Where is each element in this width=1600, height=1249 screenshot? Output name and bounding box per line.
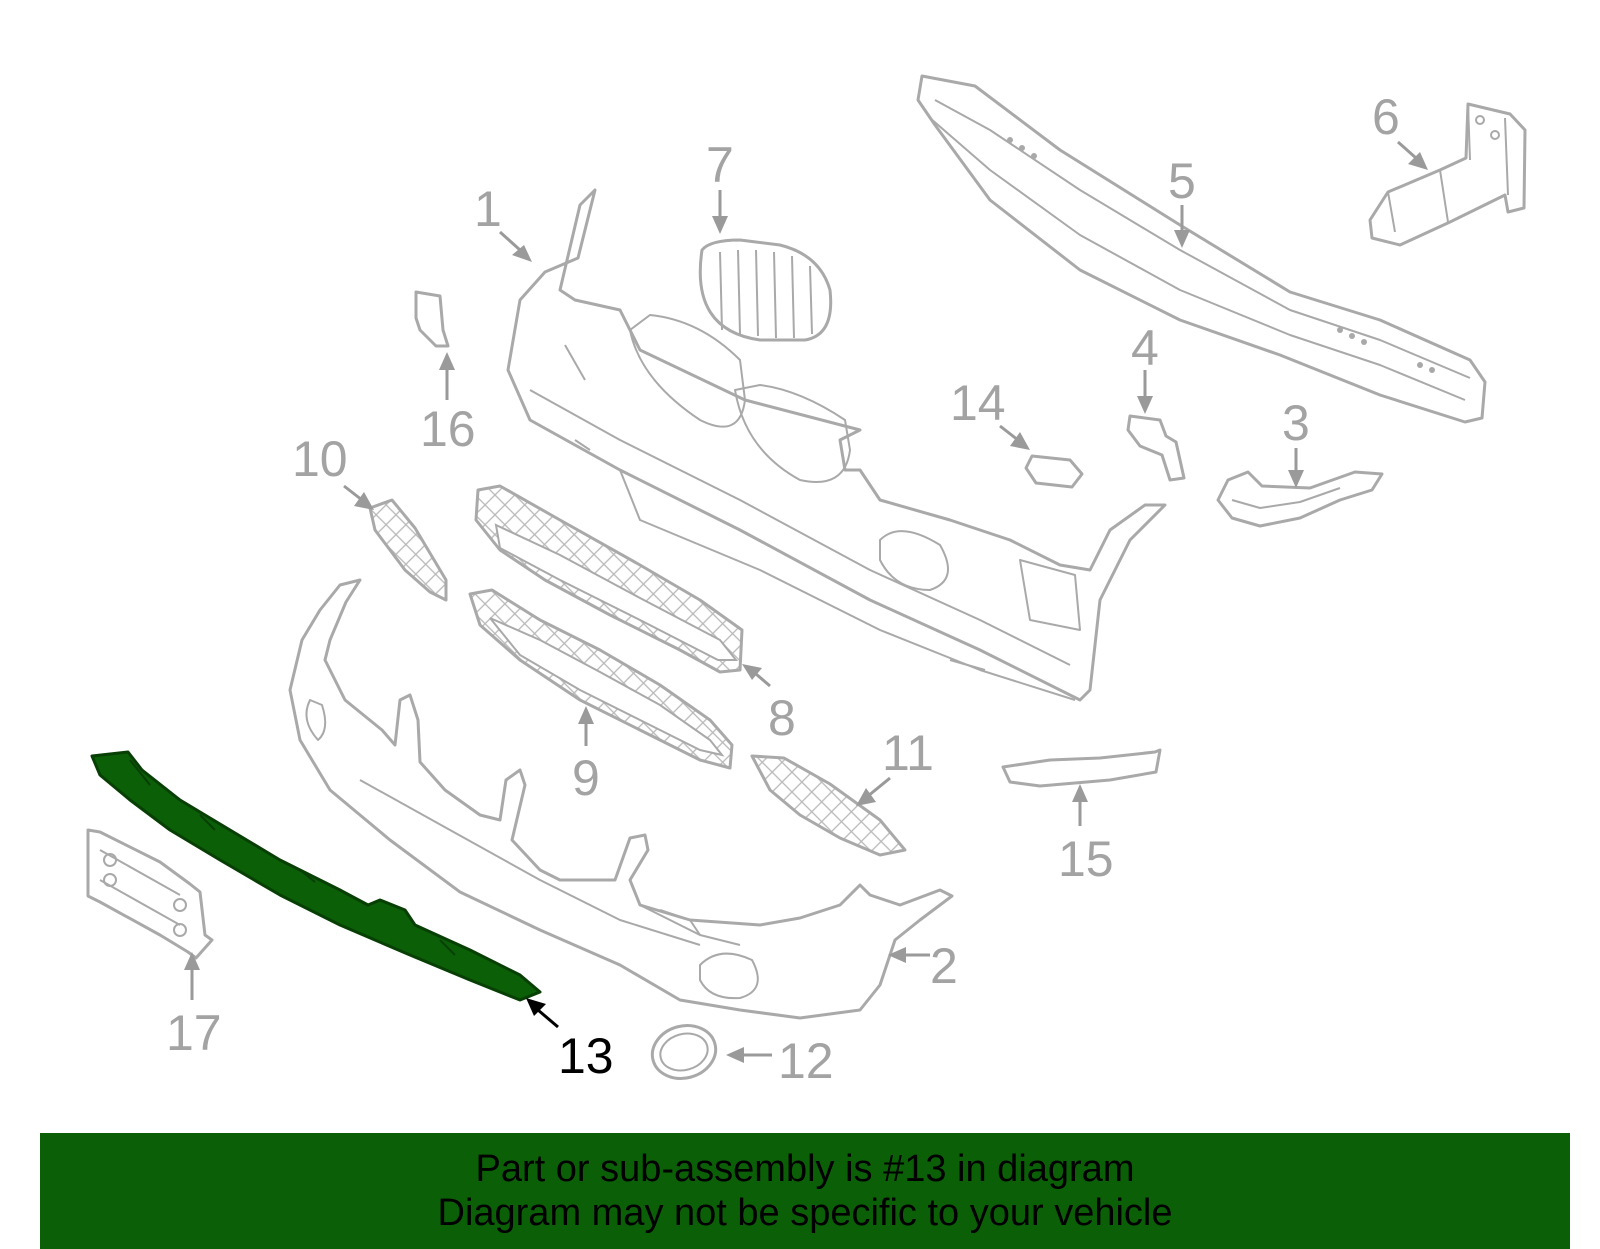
part-6-bracket [1368,102,1527,247]
callout-8: 8 [768,690,796,746]
arrow-9 [578,706,594,746]
callout-7: 7 [706,137,734,193]
arrow-10 [343,484,374,510]
callout-1: 1 [474,181,502,237]
arrow-16 [439,352,455,400]
callout-2: 2 [930,938,958,994]
arrow-12 [726,1047,772,1063]
part-14-cap [1024,454,1084,489]
part-8-long-grille [474,484,744,674]
arrow-3 [1288,448,1304,488]
callout-6: 6 [1372,89,1400,145]
arrow-4 [1137,370,1153,414]
callout-5: 5 [1168,153,1196,209]
leader-arrows [184,140,1428,1063]
callout-13: 13 [558,1028,614,1084]
callout-11: 11 [882,725,934,781]
part-3-side-bracket [1216,470,1384,528]
part-4-bracket [1126,414,1186,482]
callout-9: 9 [572,750,600,806]
arrow-7 [712,190,728,234]
beam-holes [1007,137,1435,373]
info-banner: Part or sub-assembly is #13 in diagram D… [40,1133,1570,1249]
parts-diagram: 1 2 3 4 5 6 7 8 9 10 11 12 13 14 15 16 1… [86,74,1527,1089]
part-16-clip [414,290,450,348]
part-1-bumper-cover [506,188,1167,702]
arrow-15 [1072,784,1088,826]
arrow-17 [184,952,200,1000]
callout-labels: 1 2 3 4 5 6 7 8 9 10 11 12 13 14 15 16 1… [166,89,1400,1089]
part-17-plate-bracket [86,828,214,960]
callout-4: 4 [1131,320,1159,376]
part-13-lower-trim-highlighted [90,750,542,1002]
arrow-5 [1174,205,1190,248]
part-10-mesh-grille [368,498,448,602]
part-12-fog-ring [650,1024,718,1080]
arrow-6 [1397,140,1428,170]
part-15-trim [1001,748,1162,788]
arrow-11 [856,776,891,806]
part-9-lower-grille [468,588,734,770]
banner-line-1: Part or sub-assembly is #13 in diagram [475,1148,1135,1190]
callout-16: 16 [420,401,476,457]
callout-3: 3 [1282,395,1310,451]
banner-line-2: Diagram may not be specific to your vehi… [437,1192,1173,1234]
callout-12: 12 [778,1033,834,1089]
arrow-1 [498,230,532,262]
arrow-8 [742,664,771,688]
arrow-13 [526,998,559,1029]
arrow-2 [888,947,930,963]
part-5-reinforcement-beam [916,74,1487,424]
arrow-14 [999,424,1030,450]
callout-14: 14 [950,375,1006,431]
callout-15: 15 [1058,831,1114,887]
callout-17: 17 [166,1005,222,1061]
part-2-lower-bumper [288,578,954,1020]
part-11-mesh-grille [750,754,907,857]
part-7-grille [698,238,833,342]
callout-10: 10 [292,431,348,487]
